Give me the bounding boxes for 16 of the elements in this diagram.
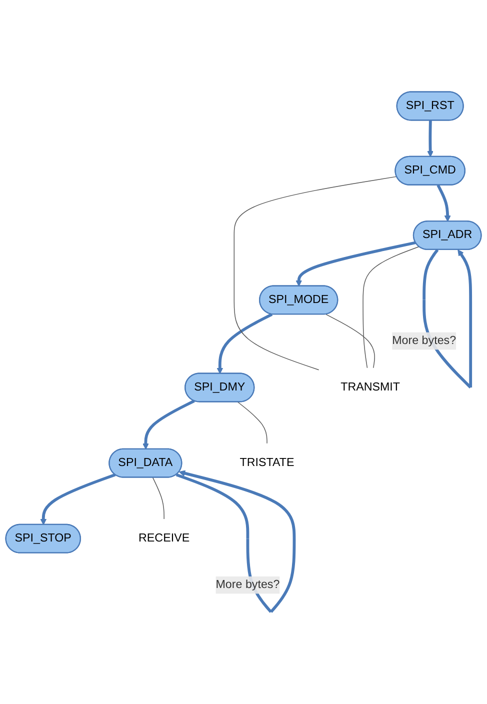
edge-label: More bytes?: [216, 578, 280, 591]
arrow: [40, 473, 116, 526]
arrow: [296, 241, 416, 286]
connector: [362, 246, 420, 368]
connector: [237, 402, 268, 444]
node-text: RECEIVE: [138, 532, 190, 544]
arrow: [427, 120, 434, 158]
connector: [326, 314, 375, 368]
node-text: TRANSMIT: [340, 380, 400, 394]
edge-label: More bytes?: [392, 334, 456, 347]
arrow: [436, 184, 451, 222]
node-text: TRISTATE: [240, 456, 294, 469]
connector: [234, 176, 398, 370]
connector: [152, 477, 164, 520]
arrow: [216, 313, 273, 374]
arrow: [142, 400, 195, 450]
